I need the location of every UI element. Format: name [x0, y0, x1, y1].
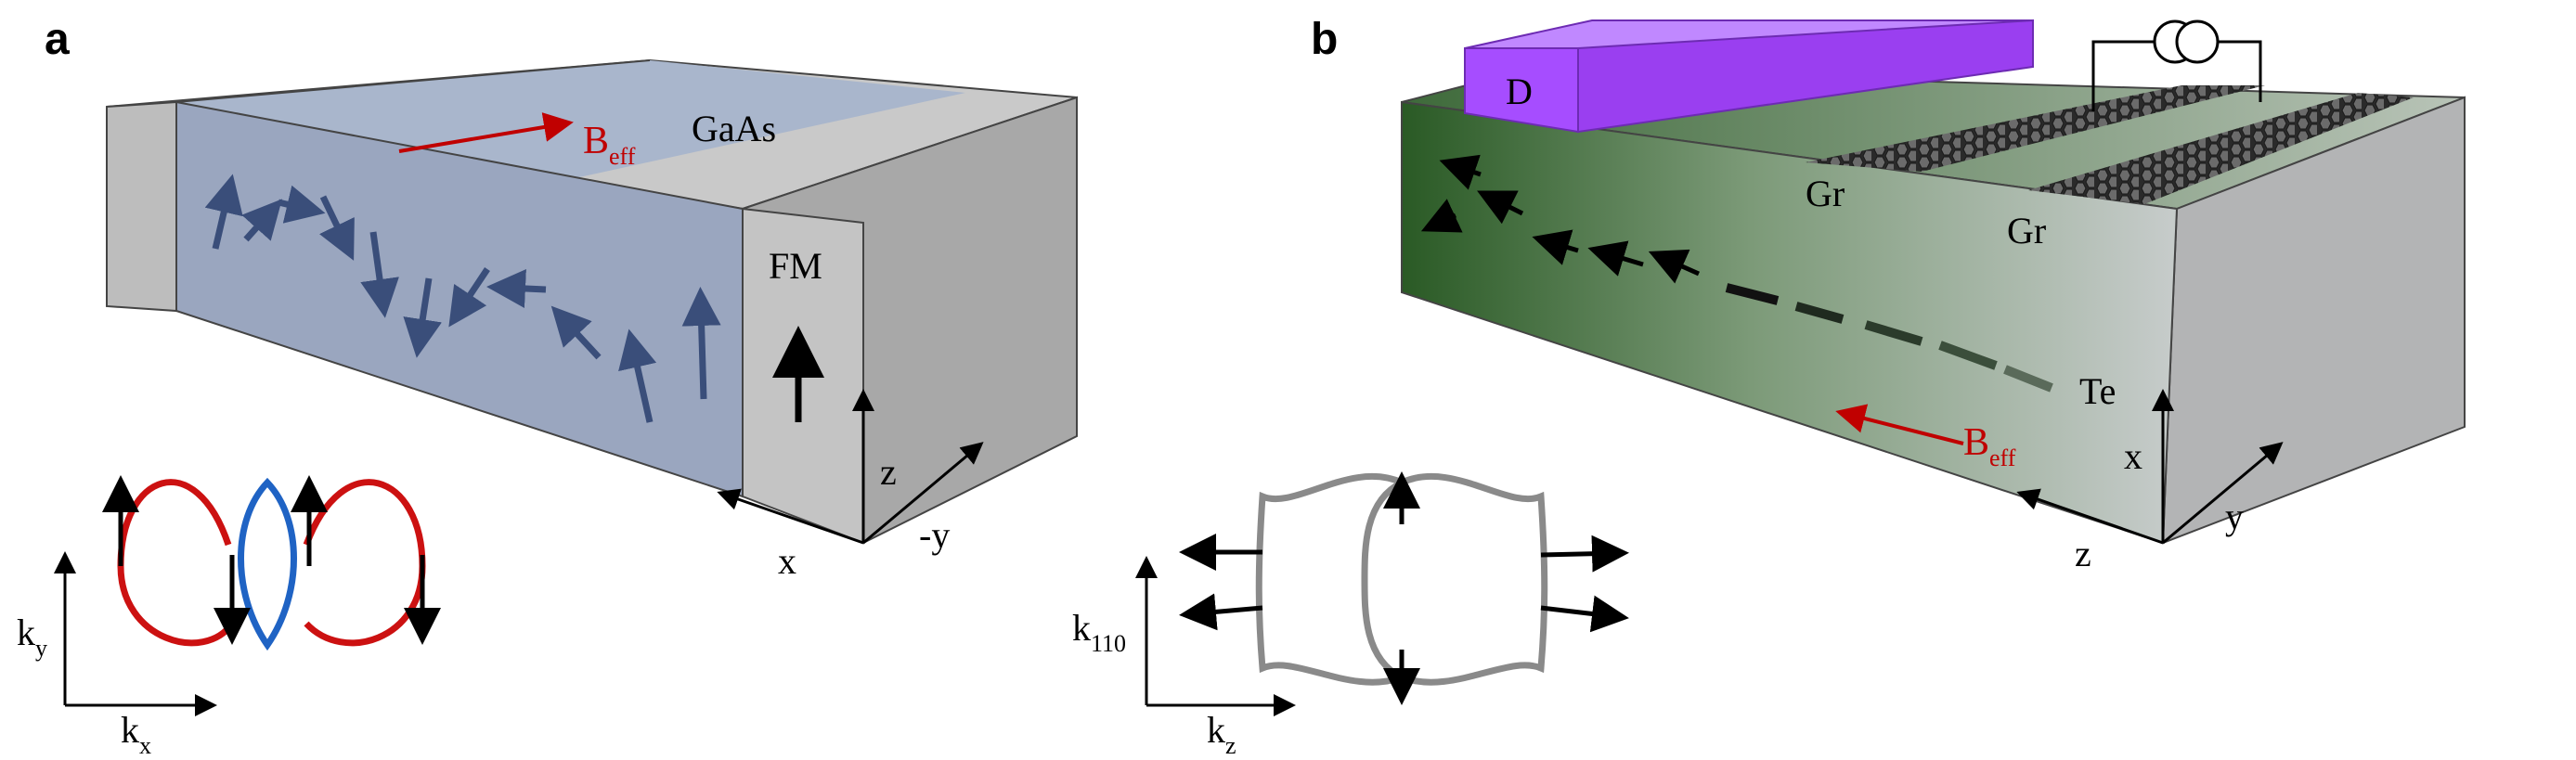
panel-a-label: a — [45, 15, 70, 64]
ky-label: ky — [17, 612, 47, 662]
beff-arrow-a — [398, 112, 574, 153]
spin-trail-segment — [1725, 283, 1780, 305]
beff-arrow-b — [1835, 404, 1964, 445]
detector-side — [1577, 19, 2034, 134]
spin-arrow — [204, 174, 243, 250]
graphene-label-2: Gr — [2007, 210, 2046, 251]
spin-arrow — [618, 328, 657, 423]
spin-transport-arrows — [1420, 154, 2053, 393]
spin-arrow — [360, 231, 399, 318]
axis-x-label-a: x — [778, 540, 796, 582]
spin-arrow — [278, 185, 326, 224]
beff-label-b: Beff — [1963, 421, 2016, 471]
outer-fermi-contour-red — [303, 479, 426, 647]
k110-label: k110 — [1072, 607, 1126, 657]
spin-trail-segment — [2003, 365, 2053, 393]
panel-a: a Beff GaAs FM — [17, 15, 1078, 759]
detector-label: D — [1506, 71, 1533, 112]
spin-arrow-b — [1587, 240, 1644, 277]
spin-trail-segment — [1794, 302, 1845, 324]
spin-arrow-b — [1648, 249, 1701, 284]
panel-b-label: b — [1311, 15, 1338, 64]
outer-fermi-contour-red — [117, 479, 235, 647]
spin-arrow — [241, 199, 282, 242]
spin-arrow — [681, 287, 721, 400]
left-contact-front — [106, 100, 177, 313]
axes-3d-a — [717, 389, 984, 545]
spin-trail-segment — [1864, 320, 1923, 346]
axes-3d-b — [2016, 389, 2284, 545]
fm-label: FM — [769, 245, 822, 287]
axis-y-label-a: -y — [919, 514, 950, 556]
inner-fermi-contour-blue — [238, 477, 297, 651]
kspace-axes-b — [1135, 556, 1296, 716]
spin-arrow-b — [1420, 199, 1463, 233]
current-source-circuit — [2091, 19, 2262, 111]
kspace-axes-a — [54, 551, 217, 716]
spin-trail-segment — [1938, 341, 1998, 370]
spin-precession-arrows — [204, 174, 721, 423]
beff-label-a: Beff — [583, 120, 636, 170]
panel-b: b D Gr Gr — [1072, 15, 2466, 759]
spin-arrow — [403, 277, 442, 358]
graphene-label-1: Gr — [1806, 173, 1845, 214]
spin-arrow — [318, 195, 355, 261]
gaas-label: GaAs — [692, 108, 776, 149]
kx-label: kx — [121, 709, 151, 759]
spin-arrow — [448, 267, 490, 328]
kz-label: kz — [1207, 709, 1236, 759]
spin-arrow-b — [1439, 154, 1482, 190]
spin-texture-arrows-b — [1179, 471, 1629, 705]
injector-label: Te — [2079, 370, 2116, 412]
axis-x-label-b: x — [2124, 435, 2142, 477]
spin-arrow-b — [1477, 190, 1524, 225]
graphene-strip-1 — [1806, 85, 2265, 172]
axis-z-label-a: z — [880, 451, 897, 493]
spin-arrow — [486, 268, 547, 308]
fermi-contours-a — [102, 475, 441, 651]
fermi-contour-b — [1255, 472, 1548, 686]
graphene-strip-2 — [2028, 93, 2414, 204]
spin-arrow-b — [1532, 229, 1579, 265]
spin-arrow — [550, 305, 602, 360]
axis-z-label-b: z — [2075, 533, 2091, 574]
axis-y-label-b: y — [2225, 496, 2244, 537]
